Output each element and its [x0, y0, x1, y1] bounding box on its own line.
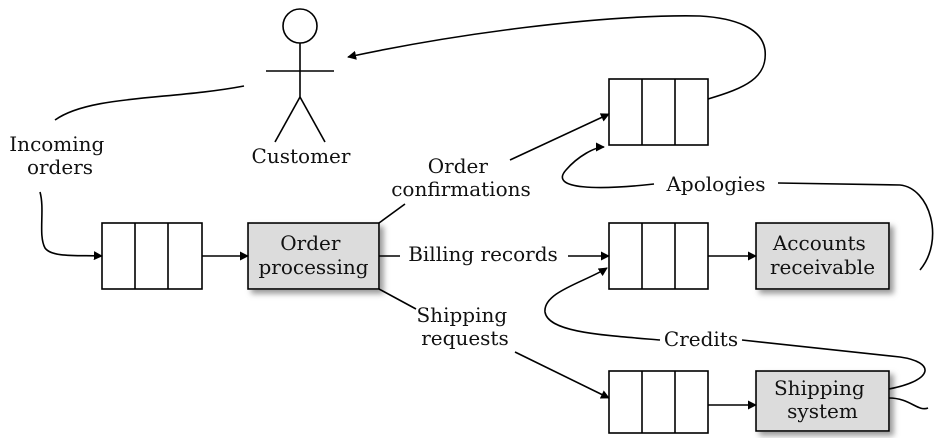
shipping-requests-arrow	[514, 351, 610, 399]
apologies-label: Apologies	[665, 172, 765, 196]
accounts-receivable-label: Accounts receivable	[770, 231, 875, 279]
incoming-orders-arrow	[39, 85, 245, 256]
incoming-orders-queue	[101, 222, 203, 290]
shipping-system-loop	[888, 397, 929, 410]
order-processing-label: Order processing	[258, 231, 368, 279]
customer-right-leg	[299, 96, 326, 143]
accounts-receivable-line-2: receivable	[770, 255, 875, 279]
order-processing-line-1: Order	[280, 231, 341, 255]
billing-records-label: Billing records	[408, 242, 558, 266]
customer-label: Customer	[252, 144, 351, 168]
accounts-receivable-box	[755, 222, 890, 290]
credits-label: Credits	[664, 327, 738, 351]
shipping-system-label: Shipping system	[774, 376, 871, 423]
customer-left-leg	[274, 96, 301, 143]
confirmations-queue	[608, 78, 709, 146]
incoming-orders-line-2: orders	[27, 155, 93, 179]
shipping-requests-line-2: requests	[421, 326, 508, 350]
incoming-orders-label: Incoming orders	[9, 132, 110, 179]
credits-arrow	[544, 268, 926, 390]
apologies-arrow	[561, 147, 934, 271]
shipping-requests-label: Shipping requests	[416, 303, 513, 350]
shipping-system-line-1: Shipping	[774, 376, 865, 400]
order-confirmations-line-1: Order	[428, 154, 489, 178]
customer-head	[282, 8, 318, 44]
order-confirmations-label: Order confirmations	[391, 154, 531, 201]
shipping-system-box	[755, 370, 890, 432]
billing-queue	[608, 222, 709, 290]
confirmations-connector	[378, 203, 406, 224]
order-confirmations-line-2: confirmations	[391, 177, 531, 201]
shipping-connector	[378, 288, 417, 310]
confirmations-to-customer-arrow	[347, 15, 766, 100]
shipping-system-line-2: system	[787, 399, 858, 423]
accounts-receivable-line-1: Accounts	[772, 231, 866, 255]
order-processing-line-2: processing	[258, 255, 368, 279]
customer-actor	[266, 8, 334, 143]
confirmations-arrow	[509, 113, 610, 161]
incoming-orders-line-1: Incoming	[9, 132, 104, 156]
shipping-requests-line-1: Shipping	[416, 303, 507, 327]
shipping-queue	[608, 370, 709, 434]
